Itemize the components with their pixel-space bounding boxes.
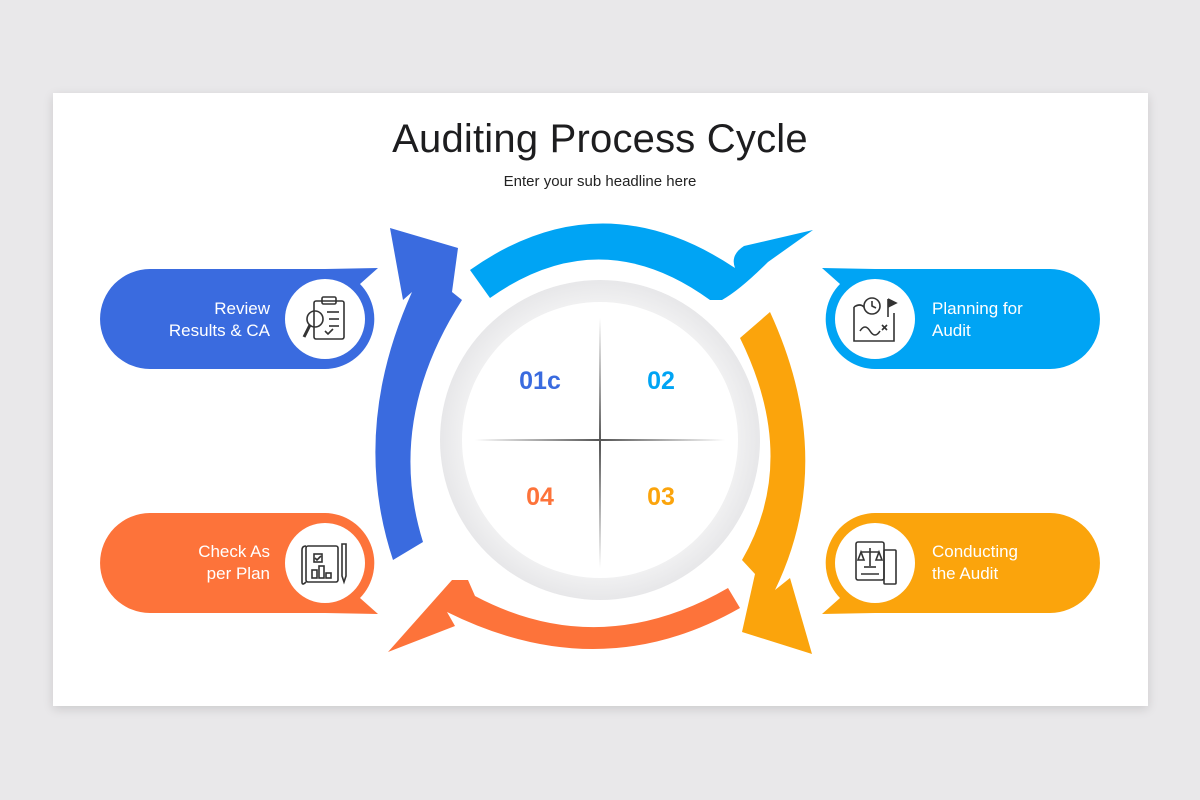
arrow-orange bbox=[388, 580, 740, 652]
clipboard-magnifier-icon bbox=[302, 296, 345, 340]
step-number-4: 04 bbox=[526, 483, 554, 511]
step-number-1: 01c bbox=[519, 367, 561, 395]
pill-planning bbox=[822, 268, 1100, 369]
step-label-check: Check As per Plan bbox=[198, 542, 270, 583]
blueprint-chart-icon bbox=[301, 543, 347, 585]
step-label-conducting: Conducting the Audit bbox=[932, 542, 1019, 583]
slide-title: Auditing Process Cycle bbox=[392, 117, 808, 161]
law-book-scales-icon bbox=[855, 541, 897, 585]
pill-conducting bbox=[822, 513, 1100, 614]
center-divider-v bbox=[599, 318, 601, 568]
arrow-blue bbox=[375, 228, 462, 560]
step-number-3: 03 bbox=[647, 483, 675, 511]
arrow-yellow bbox=[740, 312, 812, 654]
slide-subtitle: Enter your sub headline here bbox=[503, 173, 697, 190]
plan-clock-flag-icon bbox=[853, 297, 898, 342]
pill-review bbox=[100, 268, 379, 369]
step-label-review: Review Results & CA bbox=[168, 299, 270, 340]
step-number-2: 02 bbox=[647, 367, 675, 395]
step-label-planning: Planning for Audit bbox=[932, 299, 1023, 340]
arrow-cyan bbox=[470, 223, 813, 300]
